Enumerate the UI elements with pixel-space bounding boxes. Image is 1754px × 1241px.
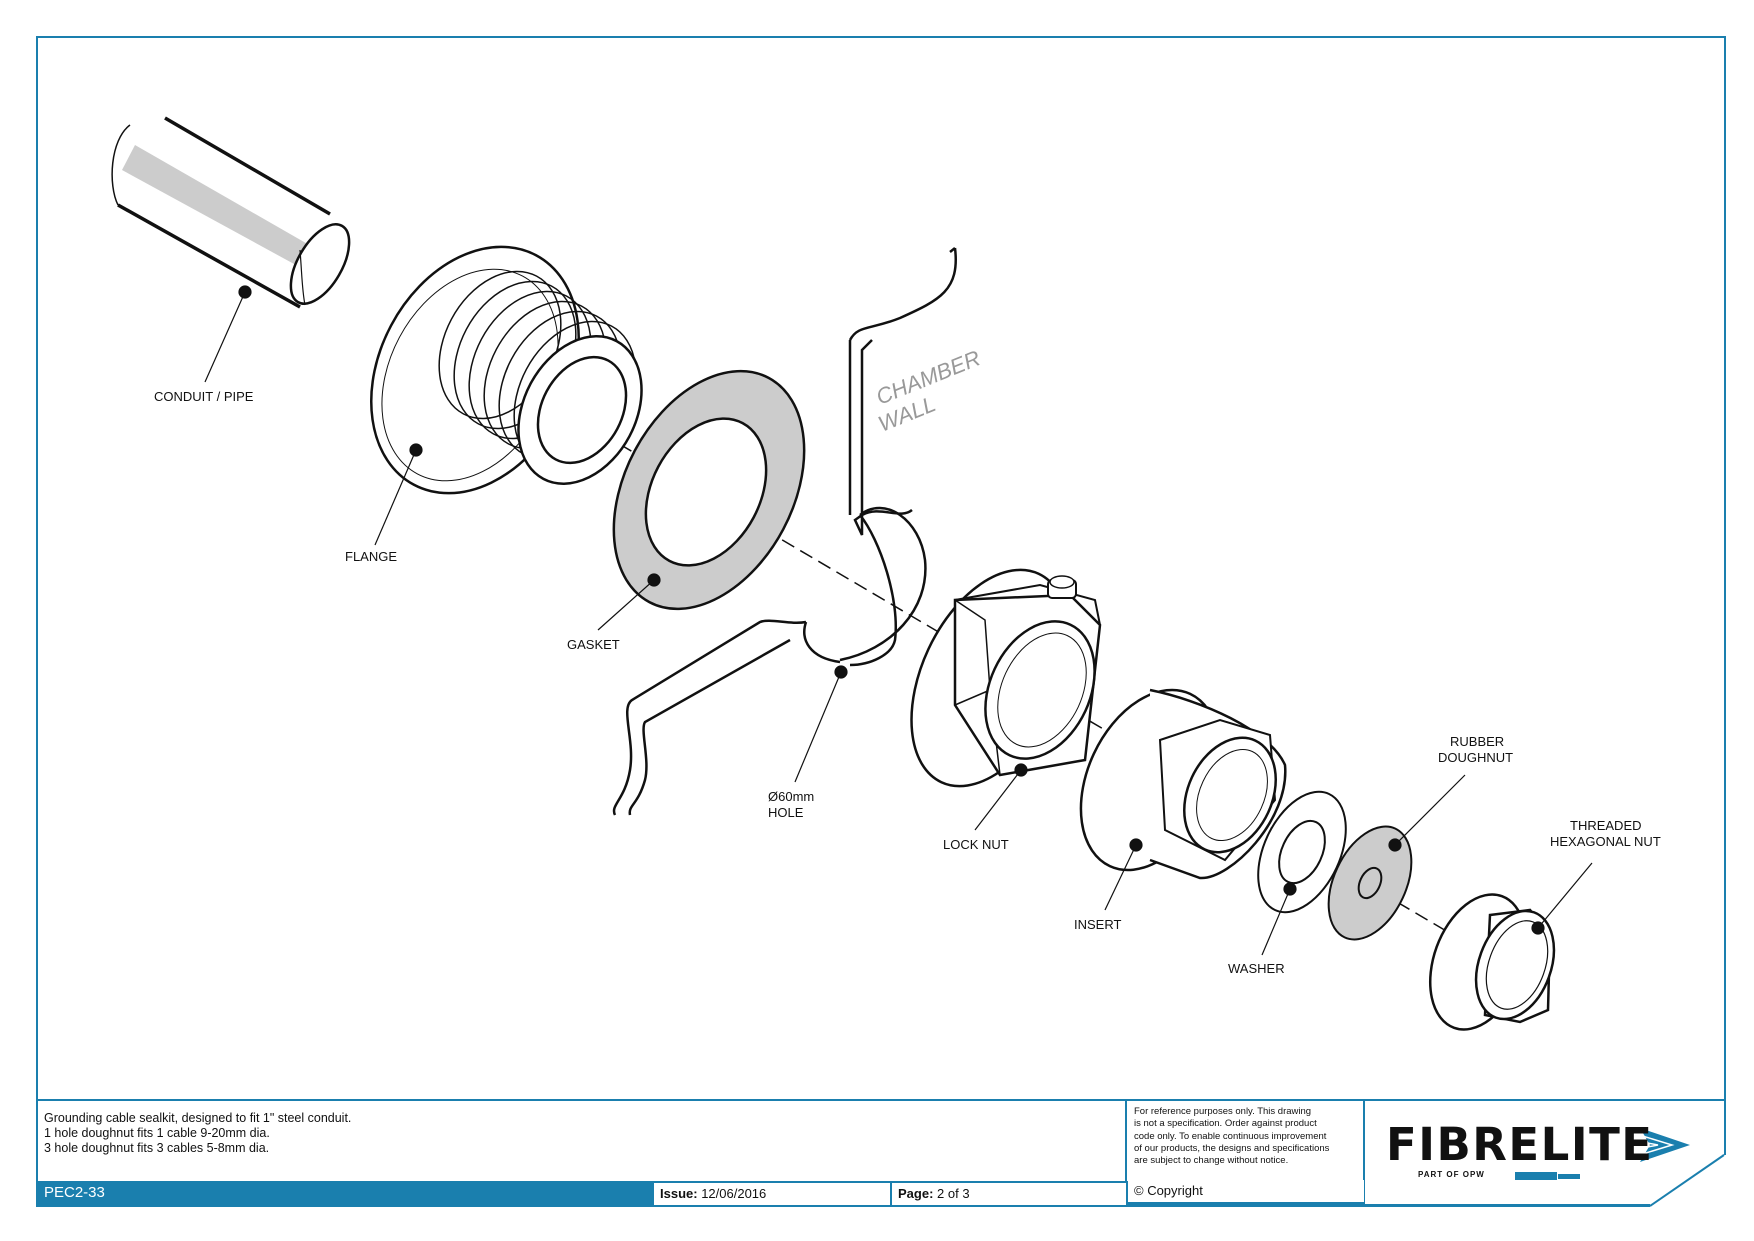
label-threaded: THREADED — [1570, 818, 1642, 833]
label-lock-nut: LOCK NUT — [943, 837, 1009, 852]
notice-line: For reference purposes only. This drawin… — [1134, 1106, 1312, 1117]
label-hexagonal-nut: HEXAGONAL NUT — [1550, 834, 1661, 849]
description-line: 3 hole doughnut fits 3 cables 5-8mm dia. — [44, 1141, 270, 1155]
leader-lines — [204, 285, 1593, 956]
page-label: Page: — [898, 1186, 934, 1201]
label-conduit: CONDUIT / PIPE — [154, 389, 254, 404]
notice-line: code only. To enable continuous improvem… — [1134, 1130, 1327, 1142]
notice-line: is not a specification. Order against pr… — [1134, 1118, 1317, 1130]
lock-nut — [910, 568, 1102, 788]
chamber-wall — [612, 247, 957, 816]
description-line: Grounding cable sealkit, designed to fit… — [44, 1111, 352, 1125]
fibrelite-logo-icon — [1515, 1128, 1690, 1180]
label-flange: FLANGE — [345, 549, 397, 564]
washer — [1257, 790, 1347, 914]
description-line: 1 hole doughnut fits 1 cable 9-20mm dia. — [44, 1126, 270, 1140]
label-gasket: GASKET — [567, 637, 620, 652]
page-cell: Page: 2 of 3 — [892, 1183, 1126, 1205]
issue-cell: Issue: 12/06/2016 — [654, 1183, 890, 1205]
label-hole-size: Ø60mm — [768, 789, 814, 804]
label-hole: HOLE — [768, 805, 804, 820]
issue-value: 12/06/2016 — [701, 1186, 767, 1201]
label-insert: INSERT — [1074, 917, 1121, 932]
drawing-code: PEC2-33 — [44, 1184, 105, 1201]
insert — [1079, 688, 1287, 880]
gasket — [612, 369, 806, 611]
label-washer: WASHER — [1228, 961, 1285, 976]
flange — [370, 245, 643, 495]
fibrelite-logo: FIBRELITE — [1386, 1118, 1654, 1171]
issue-label: Issue: — [660, 1186, 698, 1201]
rubber-doughnut — [1327, 825, 1413, 941]
label-rubber: RUBBER — [1450, 734, 1504, 749]
threaded-hexagonal-nut — [1428, 893, 1556, 1031]
conduit-pipe — [111, 116, 351, 309]
notice-line: are subject to change without notice. — [1134, 1155, 1289, 1167]
description: Grounding cable sealkit, designed to fit… — [44, 1111, 351, 1156]
label-doughnut: DOUGHNUT — [1438, 750, 1513, 765]
disclaimer-notice: For reference purposes only. This drawin… — [1134, 1106, 1360, 1167]
notice-line: of our products, the designs and specifi… — [1134, 1142, 1330, 1154]
copyright: © Copyright — [1128, 1180, 1364, 1202]
page-value: 2 of 3 — [937, 1186, 970, 1201]
logo-subtitle: PART OF OPW — [1418, 1170, 1485, 1179]
